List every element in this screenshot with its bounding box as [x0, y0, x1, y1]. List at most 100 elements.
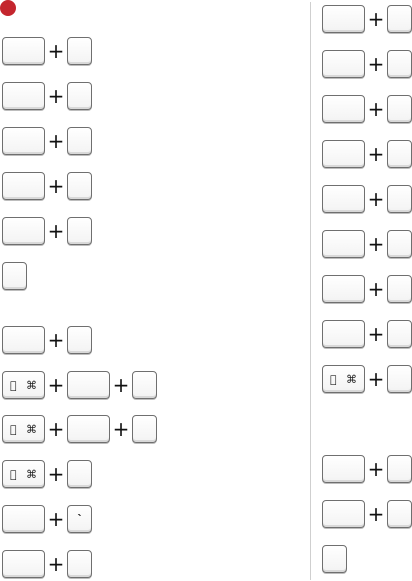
shortcut-row: + [2, 82, 92, 110]
shortcut-row [322, 545, 347, 573]
modifier-key [2, 326, 45, 354]
modifier-key [322, 500, 365, 528]
key [67, 127, 92, 155]
key [387, 140, 412, 168]
plus-sign: + [47, 84, 65, 108]
modifier-key [322, 455, 365, 483]
modifier-key [322, 320, 365, 348]
plus-sign: + [367, 502, 385, 526]
shortcut-row: + [2, 37, 92, 65]
key [387, 500, 412, 528]
shortcut-row: + [322, 50, 412, 78]
command-icon: ⌘ [346, 372, 357, 386]
key [132, 371, 157, 399]
plus-sign: + [47, 219, 65, 243]
key [387, 185, 412, 213]
plus-sign: + [47, 174, 65, 198]
key [387, 50, 412, 78]
key [67, 37, 92, 65]
shortcut-row: + [2, 217, 92, 245]
modifier-key [2, 127, 45, 155]
plus-sign: + [47, 417, 65, 441]
key [387, 230, 412, 258]
plus-sign: + [367, 232, 385, 256]
shortcut-row: + [2, 326, 92, 354]
shortcut-row [2, 262, 27, 290]
plus-sign: + [367, 322, 385, 346]
shortcut-row: + [322, 275, 412, 303]
shortcut-row: + [322, 185, 412, 213]
shortcut-row: + [322, 320, 412, 348]
shortcut-row:  ⌘ + [2, 460, 92, 488]
key [67, 82, 92, 110]
key [67, 326, 92, 354]
command-icon: ⌘ [26, 422, 37, 436]
key [387, 365, 412, 393]
plus-sign: + [112, 417, 130, 441]
modifier-key [2, 172, 45, 200]
shortcut-row: + [2, 550, 92, 578]
shortcut-row: + ` [2, 505, 92, 533]
plus-sign: + [367, 142, 385, 166]
plus-sign: + [367, 367, 385, 391]
key [387, 95, 412, 123]
apple-icon:  [10, 379, 17, 392]
plus-sign: + [47, 552, 65, 576]
shortcut-row: + [322, 230, 412, 258]
plus-sign: + [47, 507, 65, 531]
plus-sign: + [367, 277, 385, 301]
modifier-key [2, 550, 45, 578]
modifier-key [322, 140, 365, 168]
plus-sign: + [47, 129, 65, 153]
plus-sign: + [367, 97, 385, 121]
column-divider [310, 2, 311, 580]
command-icon: ⌘ [26, 467, 37, 481]
modifier-key [2, 37, 45, 65]
key [67, 172, 92, 200]
modifier-key [322, 275, 365, 303]
key [387, 5, 412, 33]
modifier-key [2, 82, 45, 110]
command-icon: ⌘ [26, 378, 37, 392]
key [132, 415, 157, 443]
plus-sign: + [367, 457, 385, 481]
modifier-key [322, 230, 365, 258]
shortcut-row: + [322, 140, 412, 168]
red-dot-marker [0, 0, 16, 16]
key [67, 217, 92, 245]
apple-icon:  [10, 468, 17, 481]
modifier-key [2, 217, 45, 245]
apple-command-key:  ⌘ [2, 371, 45, 399]
plus-sign: + [367, 52, 385, 76]
modifier-key [67, 415, 110, 443]
key [387, 455, 412, 483]
plus-sign: + [47, 39, 65, 63]
shortcut-row:  ⌘ + + [2, 415, 157, 443]
shortcut-row:  ⌘ + + [2, 371, 157, 399]
key [322, 545, 347, 573]
shortcut-row: + [2, 172, 92, 200]
key [2, 262, 27, 290]
plus-sign: + [367, 187, 385, 211]
plus-sign: + [47, 373, 65, 397]
shortcut-row: + [322, 5, 412, 33]
apple-command-key:  ⌘ [2, 415, 45, 443]
apple-command-key:  ⌘ [322, 365, 365, 393]
plus-sign: + [367, 7, 385, 31]
shortcut-row: + [322, 500, 412, 528]
apple-icon:  [10, 423, 17, 436]
modifier-key [322, 50, 365, 78]
shortcut-row: + [322, 95, 412, 123]
shortcut-row:  ⌘ + [322, 365, 412, 393]
key [387, 275, 412, 303]
modifier-key [322, 185, 365, 213]
shortcut-row: + [2, 127, 92, 155]
modifier-key [2, 505, 45, 533]
backtick-key: ` [67, 505, 92, 533]
key [67, 550, 92, 578]
shortcut-row: + [322, 455, 412, 483]
modifier-key [67, 371, 110, 399]
key [67, 460, 92, 488]
apple-icon:  [330, 373, 337, 386]
